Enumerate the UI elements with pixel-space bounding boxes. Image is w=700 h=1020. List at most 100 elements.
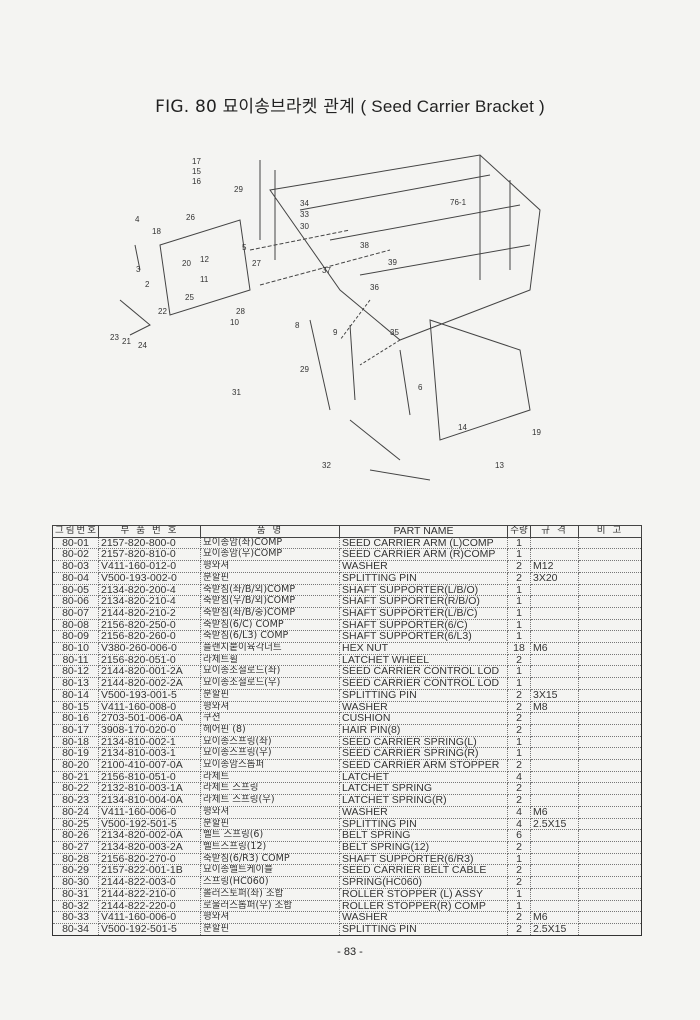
cell-qty: 1 [507, 747, 531, 761]
cell-part-name: HAIR PIN(8) [339, 723, 508, 737]
cell-part-name: SEED CARRIER BELT CABLE [339, 864, 508, 878]
cell-remarks [578, 852, 642, 866]
cell-fig-no: 80-01 [52, 536, 99, 550]
cell-qty: 1 [507, 606, 531, 620]
cell-spec [530, 782, 579, 796]
cell-qty: 2 [507, 700, 531, 714]
cell-spec: M6 [530, 911, 579, 924]
cell-remarks [578, 887, 642, 901]
cell-korean-name: 쿠션 [200, 712, 340, 725]
cell-part-name: SEED CARRIER ARM (L)COMP [339, 536, 508, 550]
header-spec: 규 격 [530, 525, 579, 538]
cell-part-name: LATCHET [339, 770, 508, 784]
cell-korean-name: 분할핀 [200, 817, 340, 831]
page-number: - 83 - [337, 946, 363, 958]
cell-spec [530, 770, 579, 784]
cell-spec [530, 864, 579, 878]
cell-qty: 1 [507, 735, 531, 749]
cell-part-no: V500-192-501-5 [98, 922, 201, 936]
cell-remarks [578, 759, 642, 772]
cell-qty: 2 [507, 571, 531, 585]
cell-spec [530, 536, 579, 550]
callout: 4 [135, 215, 140, 224]
callout: 3 [136, 265, 141, 274]
cell-part-no: V411-160-012-0 [98, 560, 201, 573]
callout: 18 [152, 227, 161, 236]
cell-part-no: V411-160-006-0 [98, 805, 201, 819]
cell-fig-no: 80-17 [52, 723, 99, 737]
callout: 5 [242, 243, 247, 252]
table-header-row: 그림번호 부 품 번 호 품 명 PART NAME 수량 규 격 비 고 [52, 525, 642, 538]
cell-qty: 2 [507, 876, 531, 889]
cell-fig-no: 80-29 [52, 864, 99, 878]
cell-korean-name: 묘이송스프링(좌) [200, 735, 340, 749]
cell-remarks [578, 770, 642, 784]
cell-korean-name: 축받침(6/C) COMP [200, 618, 340, 632]
cell-fig-no: 80-07 [52, 606, 99, 620]
cell-fig-no: 80-09 [52, 630, 99, 644]
cell-qty: 2 [507, 723, 531, 737]
cell-spec [530, 653, 579, 667]
callout: 33 [300, 210, 309, 219]
callout: 27 [252, 259, 261, 268]
header-part-name: PART NAME [339, 525, 508, 538]
cell-part-name: ROLLER STOPPER (L) ASSY [339, 887, 508, 901]
cell-remarks [578, 653, 642, 667]
callout: 24 [138, 341, 147, 350]
cell-part-no: 2156-820-260-0 [98, 630, 201, 644]
cell-korean-name: 라체트 스프링 [200, 782, 340, 796]
figure-title-english: ( Seed Carrier Bracket ) [360, 97, 545, 116]
cell-spec [530, 548, 579, 562]
cell-qty: 2 [507, 922, 531, 936]
cell-korean-name: 라체트 스프링(우) [200, 794, 340, 807]
cell-spec [530, 735, 579, 749]
callout: 36 [370, 283, 379, 292]
cell-qty: 2 [507, 688, 531, 702]
callout: 28 [236, 307, 245, 316]
callout: 22 [158, 307, 167, 316]
cell-remarks [578, 829, 642, 842]
cell-fig-no: 80-25 [52, 817, 99, 831]
cell-part-no: 2157-820-800-0 [98, 536, 201, 550]
figure-title: FIG. 80 묘이송브라켓 관계 ( Seed Carrier Bracket… [0, 92, 700, 117]
cell-korean-name: 축받침(우/B/외)COMP [200, 595, 340, 608]
cell-korean-name: 묘이송암(우)COMP [200, 548, 340, 562]
cell-korean-name: 벨트스프링(12) [200, 840, 340, 854]
callout: 32 [322, 461, 331, 470]
cell-remarks [578, 911, 642, 924]
cell-korean-name: 묘이송조절로드(좌) [200, 665, 340, 679]
cell-remarks [578, 817, 642, 831]
cell-korean-name: 분할핀 [200, 688, 340, 702]
cell-spec [530, 677, 579, 690]
cell-fig-no: 80-10 [52, 642, 99, 655]
cell-korean-name: 라체트휠 [200, 653, 340, 667]
figure-title-korean: FIG. 80 묘이송브라켓 관계 [155, 97, 355, 117]
cell-part-name: BELT SPRING [339, 829, 508, 842]
cell-fig-no: 80-05 [52, 583, 99, 597]
cell-fig-no: 80-32 [52, 899, 99, 913]
callout: 25 [185, 293, 194, 302]
cell-qty: 2 [507, 653, 531, 667]
cell-korean-name: 평와셔 [200, 700, 340, 714]
header-fig-no: 그림번호 [52, 525, 99, 538]
cell-fig-no: 80-19 [52, 747, 99, 761]
callout: 8 [295, 321, 300, 330]
cell-spec: M6 [530, 642, 579, 655]
header-part-no: 부 품 번 호 [98, 525, 201, 538]
cell-korean-name: 헤어핀 (8) [200, 723, 340, 737]
cell-part-no: V500-192-501-5 [98, 817, 201, 831]
cell-part-name: WASHER [339, 911, 508, 924]
cell-part-name: SEED CARRIER ARM (R)COMP [339, 548, 508, 562]
callout: 37 [322, 266, 331, 275]
cell-part-name: BELT SPRING(12) [339, 840, 508, 854]
header-korean-name: 품 명 [200, 525, 340, 538]
cell-spec: M8 [530, 700, 579, 714]
